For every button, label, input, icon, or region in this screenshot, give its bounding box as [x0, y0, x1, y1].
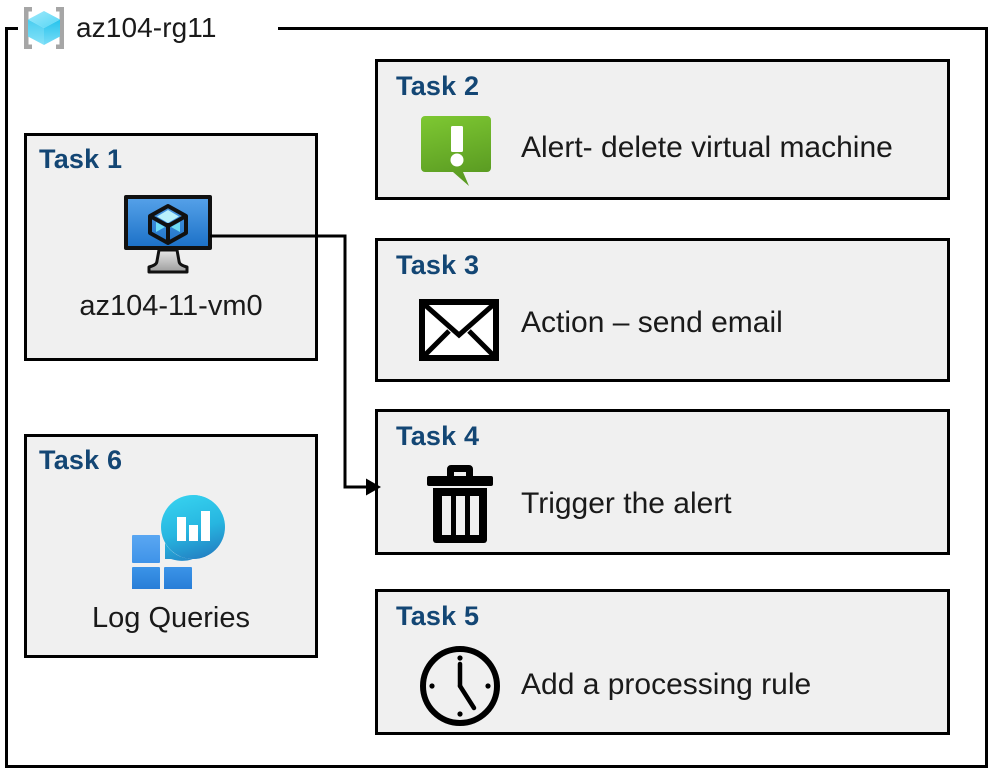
- resource-group-border-top-left: [5, 27, 19, 30]
- task-6-caption: Log Queries: [92, 602, 250, 634]
- envelope-icon: [419, 299, 499, 361]
- task-3-label: Action – send email: [521, 306, 783, 339]
- card-task-2[interactable]: Task 2 Alert- delete virtual machine: [375, 59, 950, 200]
- card-task-6[interactable]: Task 6: [24, 434, 318, 658]
- virtual-machine-icon: [124, 195, 212, 274]
- task-5-label: Add a processing rule: [521, 668, 812, 701]
- card-task-1[interactable]: Task 1: [24, 133, 318, 361]
- task-2-label: Alert- delete virtual machine: [521, 131, 893, 164]
- resource-group-border-bottom: [5, 765, 988, 768]
- resource-group-border-left: [5, 27, 8, 768]
- task-5-title: Task 5: [396, 601, 480, 631]
- card-task-3[interactable]: Task 3 Action – send email: [375, 238, 950, 382]
- resource-group-label: az104-rg11: [18, 2, 225, 54]
- resource-group-border-right: [985, 27, 988, 768]
- log-analytics-icon: [132, 495, 225, 589]
- task-1-caption: az104-11-vm0: [79, 290, 263, 322]
- task-3-title: Task 3: [396, 250, 480, 280]
- resource-group-border-top-right: [278, 27, 988, 30]
- task-4-label: Trigger the alert: [521, 487, 732, 520]
- resource-group-name: az104-rg11: [76, 12, 217, 43]
- alert-exclamation-icon: [421, 116, 491, 186]
- task-1-title: Task 1: [39, 144, 123, 174]
- card-task-5[interactable]: Task 5 Add a processing rule: [375, 589, 950, 735]
- task-2-title: Task 2: [396, 71, 480, 101]
- card-task-4[interactable]: Task 4 Trigger the alert: [375, 409, 950, 555]
- trash-delete-icon: [427, 465, 493, 543]
- clock-icon: [420, 646, 500, 726]
- task-6-title: Task 6: [39, 445, 123, 475]
- azure-resource-group-icon: [24, 7, 64, 49]
- task-4-title: Task 4: [396, 421, 480, 451]
